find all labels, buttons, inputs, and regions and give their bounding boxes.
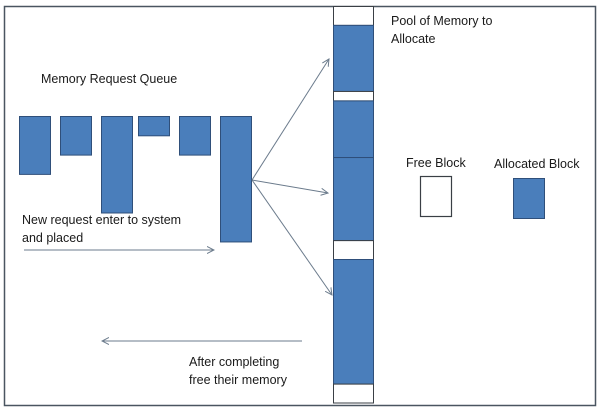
pool-segment-free bbox=[333, 6, 374, 26]
pool-title-line1: Pool of Memory to bbox=[391, 14, 493, 28]
legend-allocated-label: Allocated Block bbox=[494, 157, 580, 171]
queue-request-5 bbox=[179, 116, 211, 156]
pool-title-line2: Allocate bbox=[391, 32, 436, 46]
queue-request-2 bbox=[60, 116, 92, 156]
pool-segment-allocated bbox=[333, 100, 374, 159]
free-caption-line2: free their memory bbox=[189, 373, 287, 387]
pool-segment-free bbox=[333, 240, 374, 261]
pool-segment-free bbox=[333, 90, 374, 102]
legend-free-label: Free Block bbox=[406, 156, 466, 170]
queue-request-6 bbox=[220, 116, 252, 243]
pool-segment-allocated bbox=[333, 157, 374, 242]
memory-pool-column bbox=[333, 6, 374, 404]
request-queue bbox=[19, 116, 252, 243]
enter-caption-line1: New request enter to system bbox=[22, 213, 182, 227]
free-caption-line1: After completing bbox=[189, 355, 280, 369]
queue-title: Memory Request Queue bbox=[41, 72, 178, 86]
queue-request-4 bbox=[138, 116, 170, 137]
diagram-frame bbox=[3, 5, 597, 407]
enter-caption-line2: and placed bbox=[22, 231, 84, 245]
queue-request-1 bbox=[19, 116, 51, 175]
allocation-arrow-lower bbox=[251, 179, 332, 295]
legend-allocated-block bbox=[513, 178, 545, 219]
pool-segment-free bbox=[333, 383, 374, 404]
legend-free-block bbox=[419, 175, 453, 218]
allocation-arrow-upper bbox=[251, 59, 329, 181]
pool-segment-allocated bbox=[333, 259, 374, 385]
queue-request-3 bbox=[101, 116, 133, 214]
pool-segment-allocated bbox=[333, 24, 374, 92]
allocation-arrow-middle bbox=[251, 179, 328, 193]
